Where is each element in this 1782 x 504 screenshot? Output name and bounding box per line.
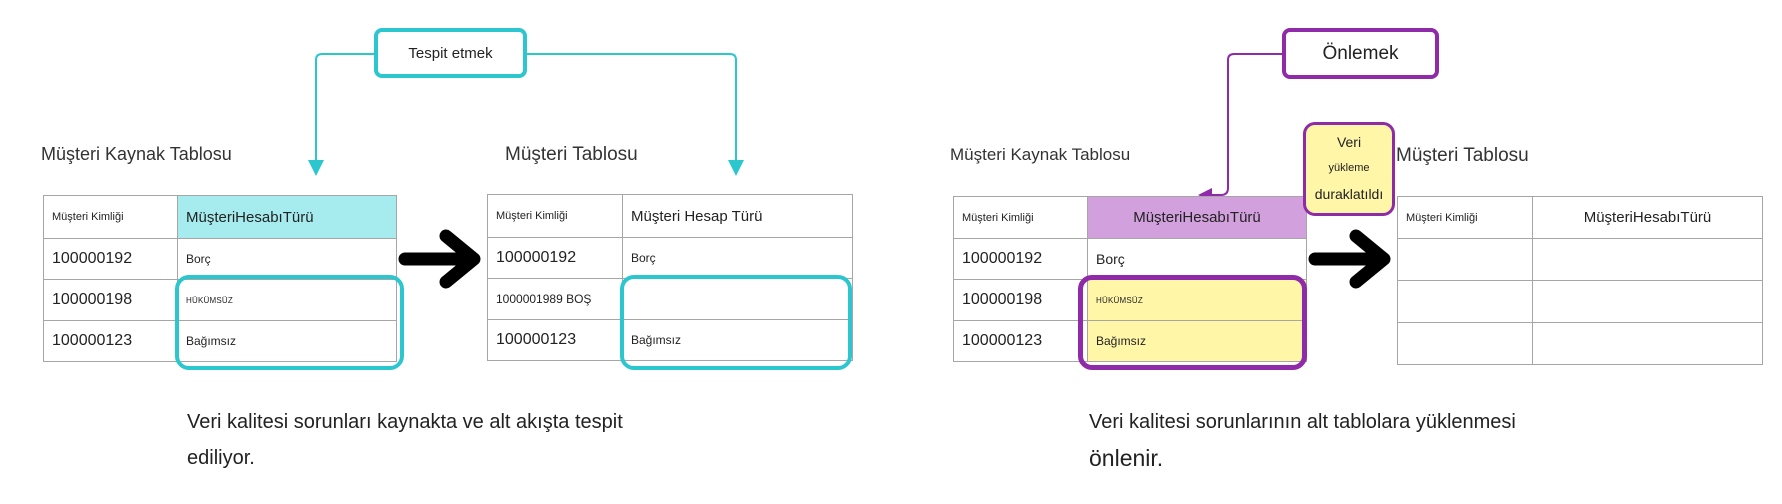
table-cell: 100000192 (43, 238, 178, 280)
prevent-connector (1210, 53, 1282, 196)
table-cell: 100000192 (953, 238, 1088, 280)
table-row: 100000192 Borç (487, 237, 853, 279)
table-row: Müşteri Kimliği MüşteriHesabıTürü (43, 195, 397, 239)
table-row: Müşteri Kimliği MüşteriHesabıTürü (953, 196, 1307, 239)
column-header: MüşteriHesabıTürü (1532, 196, 1763, 239)
table-row: Müşteri Kimliği Müşteri Hesap Türü (487, 194, 853, 238)
left-source-table: Müşteri Kimliği MüşteriHesabıTürü 100000… (43, 195, 397, 362)
prevent-label: Önlemek (1282, 28, 1439, 79)
table-cell: 100000192 (487, 237, 623, 279)
table-row: 100000198 HÜKÜMSÜZ (953, 279, 1307, 321)
table-cell: Bağımsız (622, 319, 853, 361)
target-issue-highlight (620, 275, 852, 370)
table-row (1397, 238, 1763, 281)
right-target-table-title: Müşteri Tablosu (1396, 145, 1529, 166)
load-paused-note: Veri yükleme duraklatıldı (1303, 122, 1395, 216)
detect-arrowhead-left (308, 160, 324, 176)
table-row: 100000192 Borç (953, 238, 1307, 280)
table-row: 100000192 Borç (43, 238, 397, 280)
table-cell (1532, 322, 1763, 365)
source-issue-highlight (175, 275, 404, 370)
table-cell: Bağımsız (1087, 320, 1307, 362)
column-header: MüşteriHesabıTürü (1087, 196, 1307, 239)
prevent-caption-line1: Veri kalitesi sorunlarının alt tablolara… (1089, 411, 1516, 433)
left-target-table-title: Müşteri Tablosu (505, 144, 638, 165)
table-cell: Borç (622, 237, 853, 279)
flow-arrow-right (1308, 229, 1391, 289)
load-paused-line2: yükleme (1328, 162, 1370, 174)
right-source-table: Müşteri Kimliği MüşteriHesabıTürü 100000… (953, 196, 1307, 362)
prevent-caption: Veri kalitesi sorunlarının alt tablolara… (1089, 404, 1516, 476)
detect-caption-line1: Veri kalitesi sorunları kaynakta ve alt … (187, 411, 623, 433)
table-cell: 100000123 (487, 319, 623, 361)
table-cell (1532, 238, 1763, 281)
load-paused-line1: Veri (1336, 134, 1362, 150)
right-target-table: Müşteri Kimliği MüşteriHesabıTürü (1397, 196, 1763, 365)
table-cell: 100000198 (953, 279, 1088, 321)
table-cell: Borç (177, 238, 397, 280)
column-header: MüşteriHesabıTürü (177, 195, 397, 239)
table-cell: 100000198 (43, 279, 178, 321)
column-header: Müşteri Kimliği (953, 196, 1088, 239)
table-row: 100000123 Bağımsız (487, 319, 853, 361)
table-row: 1000001989 BOŞ (487, 278, 853, 320)
table-row (1397, 280, 1763, 323)
table-cell: 100000123 (43, 320, 178, 362)
table-cell (1397, 280, 1533, 323)
table-cell: Borç (1087, 238, 1307, 280)
table-cell (1397, 238, 1533, 281)
flow-arrow-left (398, 229, 481, 289)
column-header: Müşteri Hesap Türü (622, 194, 853, 238)
column-header: Müşteri Kimliği (487, 194, 623, 238)
table-cell: 1000001989 BOŞ (487, 278, 623, 320)
detect-label: Tespit etmek (374, 28, 527, 78)
table-cell: HÜKÜMSÜZ (177, 279, 397, 321)
detect-caption: Veri kalitesi sorunları kaynakta ve alt … (187, 404, 623, 476)
column-header: Müşteri Kimliği (1397, 196, 1533, 239)
right-source-table-title: Müşteri Kaynak Tablosu (950, 145, 1131, 164)
detect-arrowhead-right (728, 160, 744, 176)
table-row: 100000123 Bağımsız (953, 320, 1307, 362)
table-cell: 100000123 (953, 320, 1088, 362)
prevent-caption-line2: önlenir. (1089, 445, 1164, 471)
table-cell (1532, 280, 1763, 323)
blocked-issue-highlight (1078, 275, 1307, 370)
left-source-table-title: Müşteri Kaynak Tablosu (41, 144, 232, 164)
detect-connector-left (315, 53, 374, 166)
load-paused-line3: duraklatıldı (1314, 186, 1384, 202)
table-cell: HÜKÜMSÜZ (1087, 279, 1307, 321)
table-row: Müşteri Kimliği MüşteriHesabıTürü (1397, 196, 1763, 239)
left-target-table: Müşteri Kimliği Müşteri Hesap Türü 10000… (487, 194, 853, 361)
column-header: Müşteri Kimliği (43, 195, 178, 239)
table-row: 100000123 Bağımsız (43, 320, 397, 362)
table-cell: Bağımsız (177, 320, 397, 362)
detect-caption-line2: ediliyor. (187, 447, 255, 469)
table-row (1397, 322, 1763, 365)
table-cell (1397, 322, 1533, 365)
